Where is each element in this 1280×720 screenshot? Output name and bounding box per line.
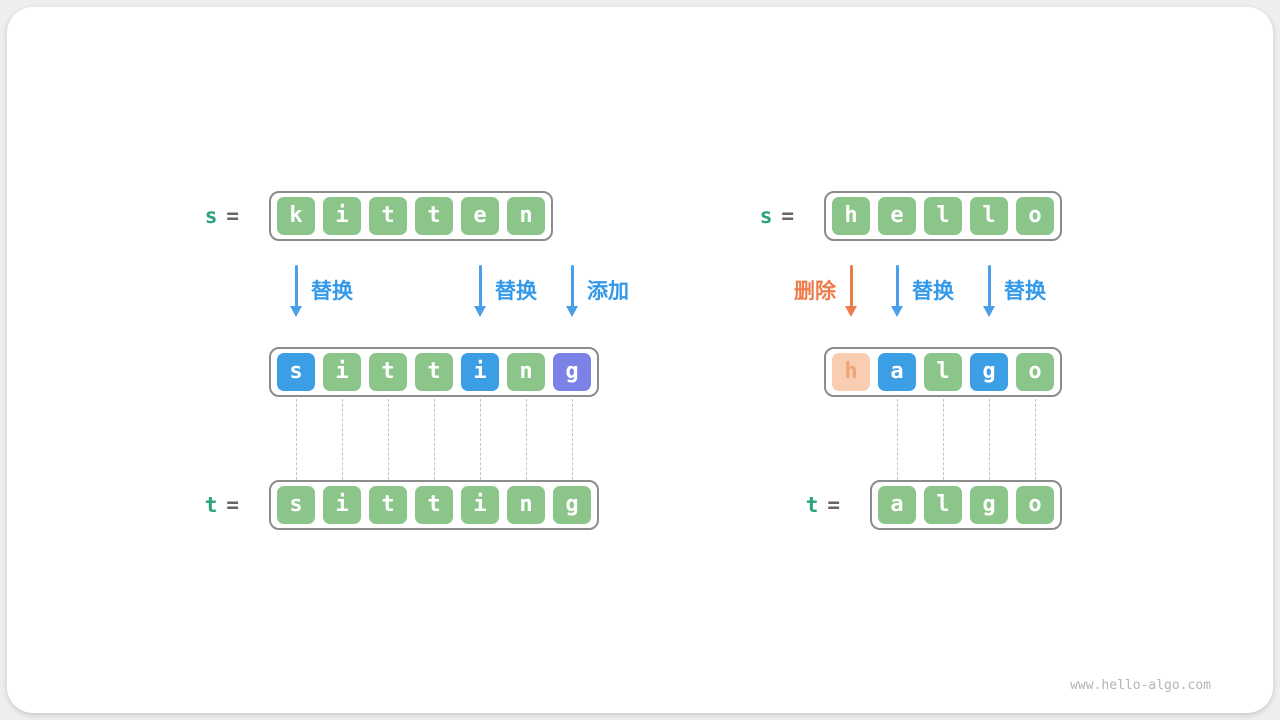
hello-to-algo-mid-row-char-1: a [878,353,916,391]
kitten-to-sitting-t-label: t= [169,493,239,517]
kitten-to-sitting-connector-col-3 [433,399,435,480]
kitten-to-sitting-connector-col-2 [387,399,389,480]
hello-to-algo-t-label-name: t [805,493,819,517]
kitten-to-sitting-t-label-equals: = [226,493,239,517]
kitten-to-sitting-connector-col-4 [479,399,481,480]
kitten-to-sitting-s-row-char-5: n [507,197,545,235]
kitten-to-sitting-t-label-name: t [204,493,218,517]
watermark-text: www.hello-algo.com [1070,678,1211,693]
kitten-to-sitting-t-row-char-1: i [323,486,361,524]
hello-to-algo-t-label-equals: = [827,493,840,517]
kitten-to-sitting-mid-row-char-4: i [461,353,499,391]
kitten-to-sitting-op-replace-label: 替换 [495,279,537,303]
hello-to-algo-connector-col-1 [896,399,898,480]
hello-to-algo-t-row-char-2: g [970,486,1008,524]
kitten-to-sitting-op-replace-arrowhead-icon [473,306,486,317]
kitten-to-sitting-s-row-char-2: t [369,197,407,235]
kitten-to-sitting-mid-row-char-3: t [415,353,453,391]
kitten-to-sitting-mid-row-char-0: s [277,353,315,391]
hello-to-algo-op-replace-arrowhead-icon [982,306,995,317]
hello-to-algo-connector-col-4 [1034,399,1036,480]
hello-to-algo-op-delete-arrow-icon [849,265,853,307]
hello-to-algo-t-row-char-1: l [924,486,962,524]
hello-to-algo-s-row-char-0: h [832,197,870,235]
kitten-to-sitting-t-row-char-5: n [507,486,545,524]
kitten-to-sitting-connector-col-5 [525,399,527,480]
hello-to-algo-t-row-char-3: o [1016,486,1054,524]
hello-to-algo-op-replace-label: 替换 [1004,279,1046,303]
kitten-to-sitting-t-row-char-4: i [461,486,499,524]
hello-to-algo-s-row-char-2: l [924,197,962,235]
kitten-to-sitting-t-row-char-6: g [553,486,591,524]
kitten-to-sitting-s-label: s= [169,204,239,228]
hello-to-algo-t-row-char-0: a [878,486,916,524]
kitten-to-sitting-op-add-arrowhead-icon [565,306,578,317]
kitten-to-sitting-t-row-char-0: s [277,486,315,524]
hello-to-algo-op-replace-arrowhead-icon [890,306,903,317]
hello-to-algo-mid-row-char-4: o [1016,353,1054,391]
hello-to-algo-s-row-char-4: o [1016,197,1054,235]
kitten-to-sitting-op-add-arrow-icon [570,265,574,307]
kitten-to-sitting-s-label-equals: = [226,204,239,228]
kitten-to-sitting-s-row-char-1: i [323,197,361,235]
kitten-to-sitting-t-row-char-2: t [369,486,407,524]
hello-to-algo-op-replace-label: 替换 [912,279,954,303]
hello-to-algo-s-label-name: s [759,204,773,228]
kitten-to-sitting-mid-row-char-5: n [507,353,545,391]
kitten-to-sitting-op-replace-arrowhead-icon [289,306,302,317]
kitten-to-sitting-op-replace-arrow-icon [294,265,298,307]
kitten-to-sitting-op-add-label: 添加 [587,279,629,303]
hello-to-algo-op-replace-arrow-icon [895,265,899,307]
hello-to-algo-op-replace-arrow-icon [987,265,991,307]
kitten-to-sitting-connector-col-1 [341,399,343,480]
kitten-to-sitting-mid-row-char-1: i [323,353,361,391]
kitten-to-sitting-s-label-name: s [204,204,218,228]
kitten-to-sitting-s-row-char-3: t [415,197,453,235]
hello-to-algo-s-label: s= [724,204,794,228]
hello-to-algo-s-row-char-1: e [878,197,916,235]
hello-to-algo-s-row-char-3: l [970,197,1008,235]
hello-to-algo-op-delete-arrowhead-icon [844,306,857,317]
kitten-to-sitting-mid-row-char-6: g [553,353,591,391]
kitten-to-sitting-s-row-char-4: e [461,197,499,235]
kitten-to-sitting-mid-row-char-2: t [369,353,407,391]
hello-to-algo-mid-row-char-3: g [970,353,1008,391]
kitten-to-sitting-connector-col-0 [295,399,297,480]
hello-to-algo-mid-row-char-2: l [924,353,962,391]
hello-to-algo-mid-row-char-0: h [832,353,870,391]
hello-to-algo-t-label: t= [770,493,840,517]
kitten-to-sitting-connector-col-6 [571,399,573,480]
hello-to-algo-s-label-equals: = [781,204,794,228]
kitten-to-sitting-op-replace-label: 替换 [311,279,353,303]
hello-to-algo-op-delete-label: 删除 [794,279,836,303]
kitten-to-sitting-t-row-char-3: t [415,486,453,524]
hello-to-algo-connector-col-3 [988,399,990,480]
hello-to-algo-connector-col-2 [942,399,944,480]
kitten-to-sitting-op-replace-arrow-icon [478,265,482,307]
kitten-to-sitting-s-row-char-0: k [277,197,315,235]
kitten-to-sitting-s-row-container [269,191,553,241]
